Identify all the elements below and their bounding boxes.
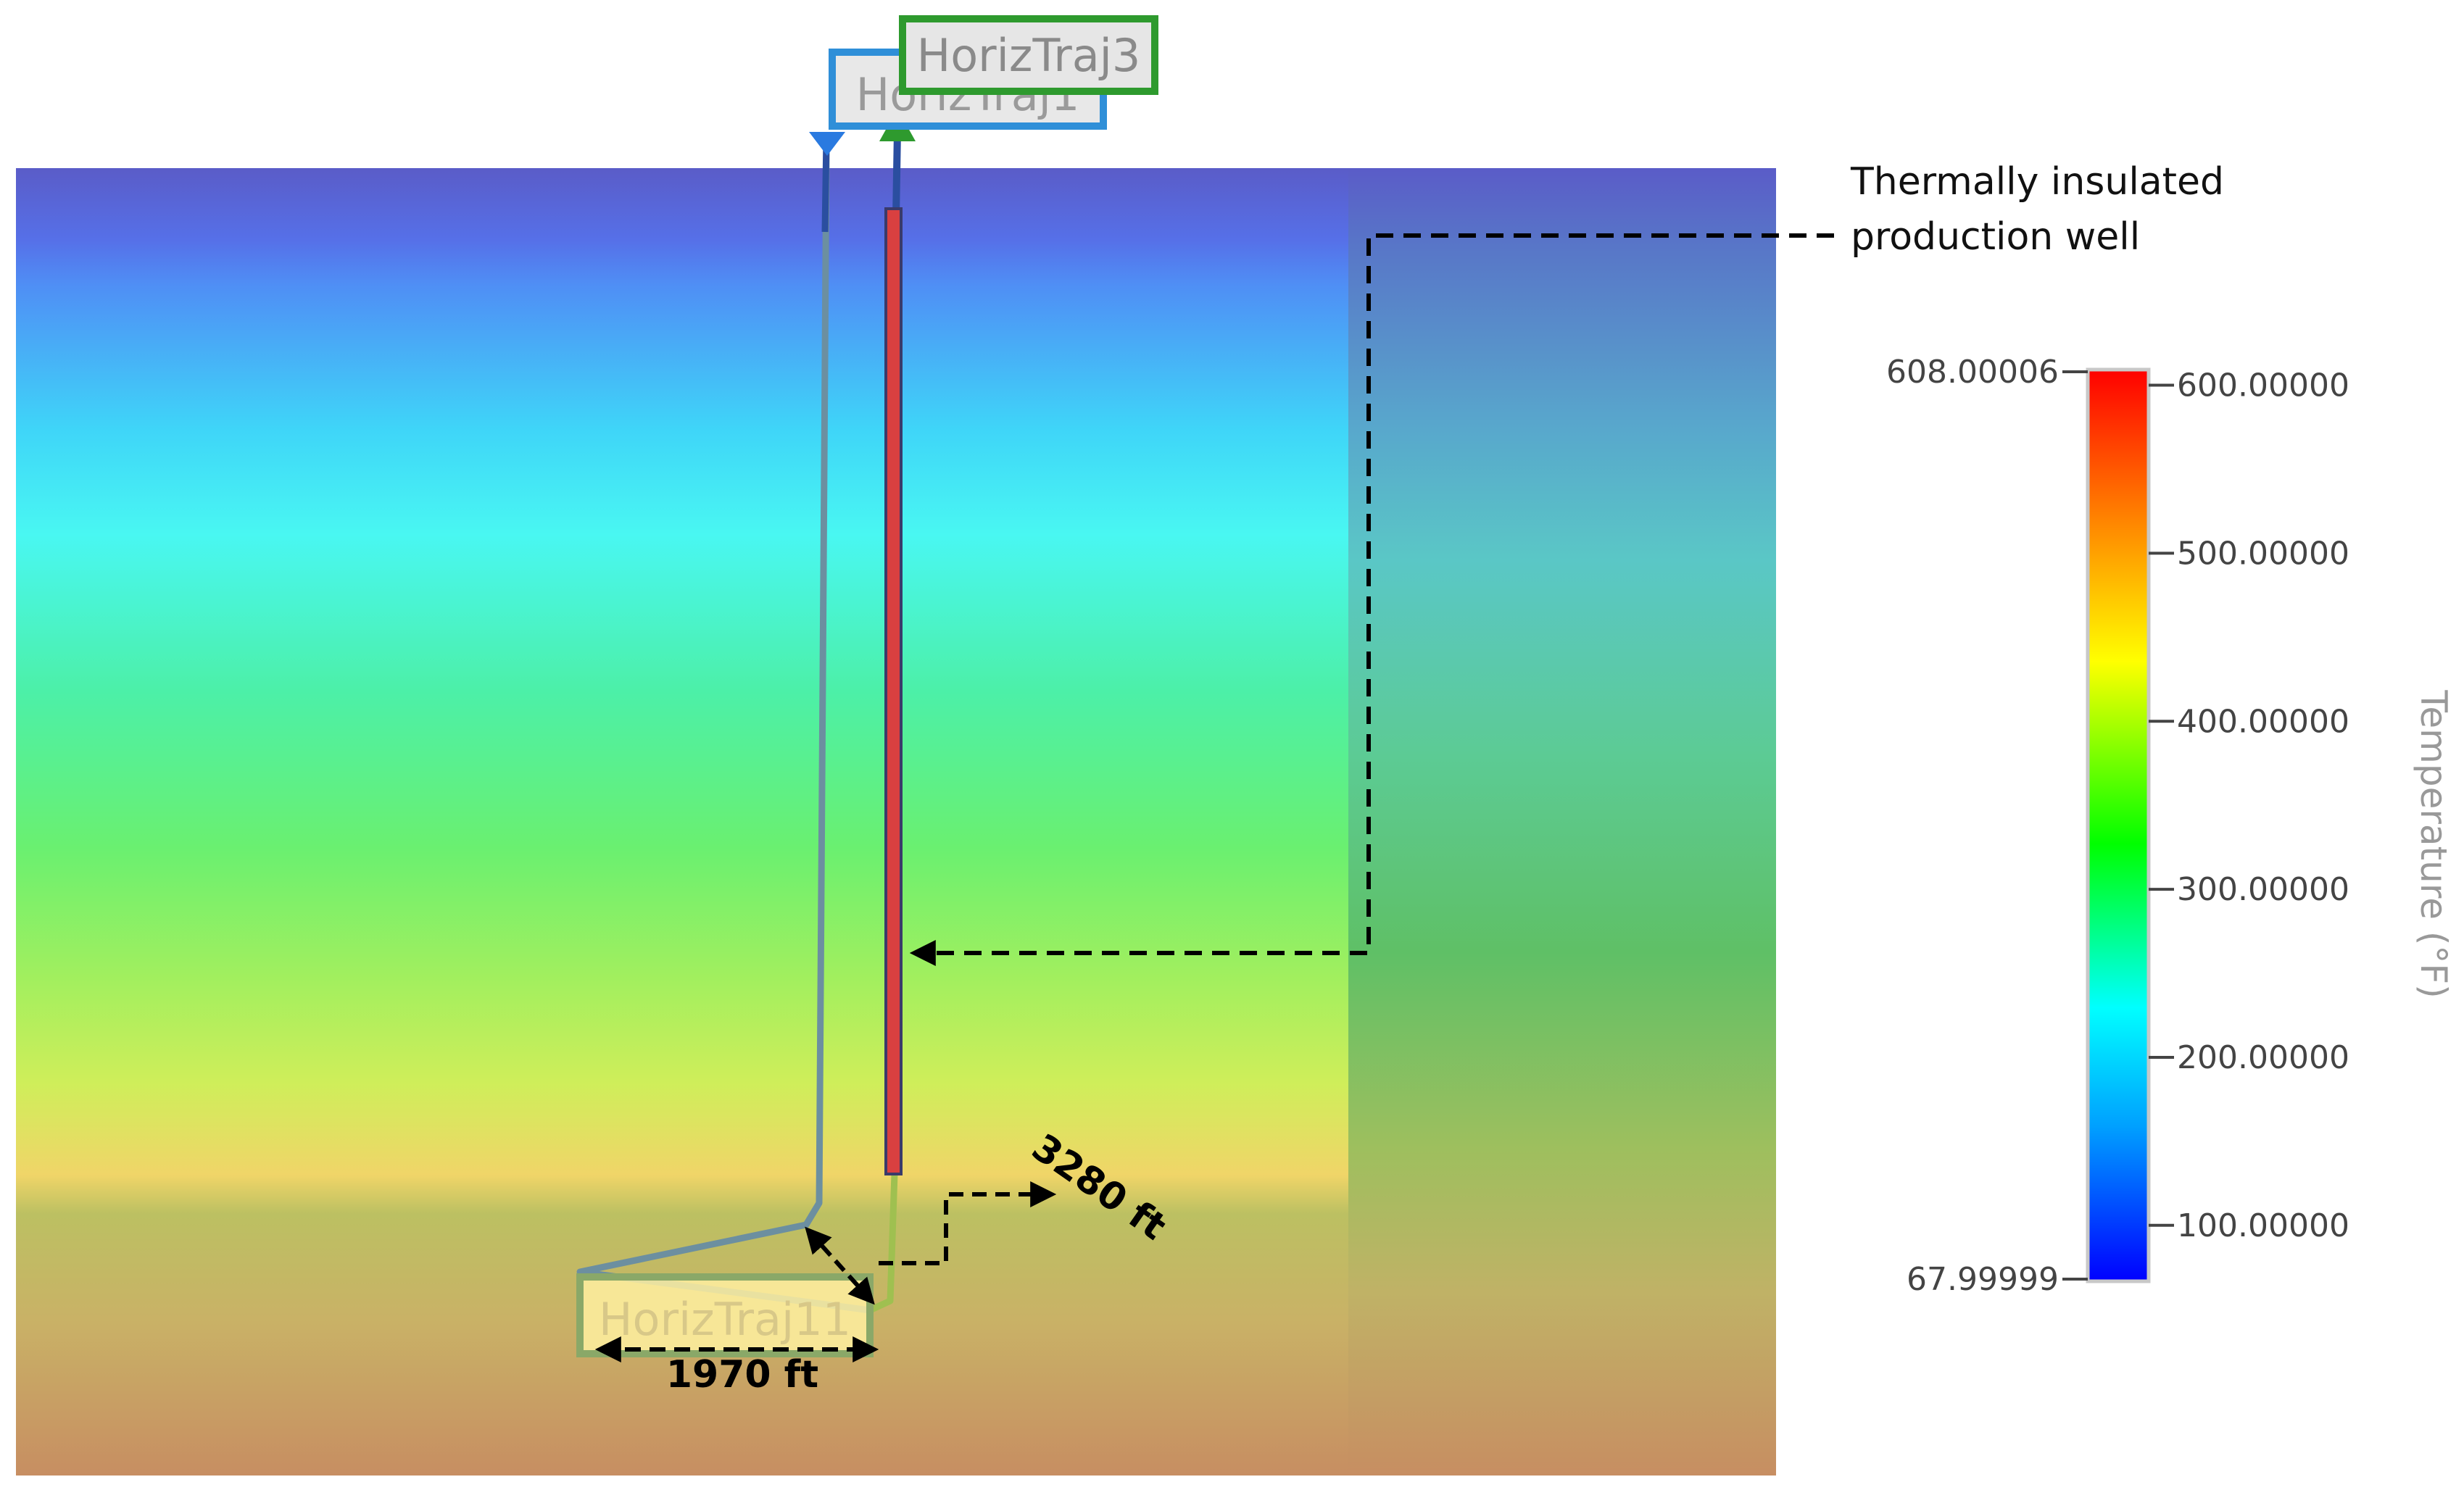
colorbar-title: Temperature (°F) bbox=[2413, 689, 2455, 998]
colorbar: 608.00006 67.99999 600.00000 500.00000 400… bbox=[1886, 354, 2455, 1298]
colorbar-ticks: 600.00000 500.00000 400.00000 300.00000 200.… bbox=[2149, 367, 2349, 1244]
field-left-region bbox=[16, 168, 1350, 1476]
field-right-region bbox=[1348, 168, 1776, 1476]
colorbar-tick-label: 100.00000 bbox=[2177, 1207, 2349, 1244]
colorbar-tick-label: 300.00000 bbox=[2177, 871, 2349, 908]
dimension-diagonal-line bbox=[805, 1226, 875, 1305]
traj-label-green: HorizTraj3 bbox=[899, 15, 1158, 95]
traj-label-yellow-text: HorizTraj11 bbox=[599, 1293, 851, 1346]
colorbar-tick-label: 200.00000 bbox=[2177, 1039, 2349, 1076]
colorbar-tick-label: 500.00000 bbox=[2177, 535, 2349, 572]
callout-connector bbox=[909, 233, 1834, 966]
annotation-callout: Thermally insulated production well bbox=[909, 160, 2224, 966]
temperature-field bbox=[16, 168, 1776, 1476]
production-well-top-segment bbox=[892, 130, 901, 218]
traj-label-yellow: HorizTraj11 bbox=[576, 1273, 874, 1357]
annotation-line1: Thermally insulated bbox=[1850, 160, 2224, 204]
insulated-section bbox=[884, 207, 903, 1175]
colorbar-gradient bbox=[2086, 367, 2151, 1283]
annotation-line2: production well bbox=[1851, 215, 2140, 259]
dimension-diagonal-leader bbox=[879, 1181, 1057, 1265]
colorbar-max-label: 608.00006 bbox=[1886, 354, 2059, 391]
dimension-horizontal-label: 1970 ft bbox=[666, 1353, 818, 1397]
traj-label-green-text: HorizTraj3 bbox=[917, 29, 1141, 82]
colorbar-tick-label: 600.00000 bbox=[2177, 367, 2349, 404]
blue-marker-triangle bbox=[809, 132, 845, 156]
dimension-horizontal: 1970 ft bbox=[594, 1336, 879, 1397]
colorbar-tick-label: 400.00000 bbox=[2177, 703, 2349, 740]
production-well-bottom-segment bbox=[868, 1173, 898, 1314]
colorbar-min-label: 67.99999 bbox=[1907, 1261, 2059, 1298]
